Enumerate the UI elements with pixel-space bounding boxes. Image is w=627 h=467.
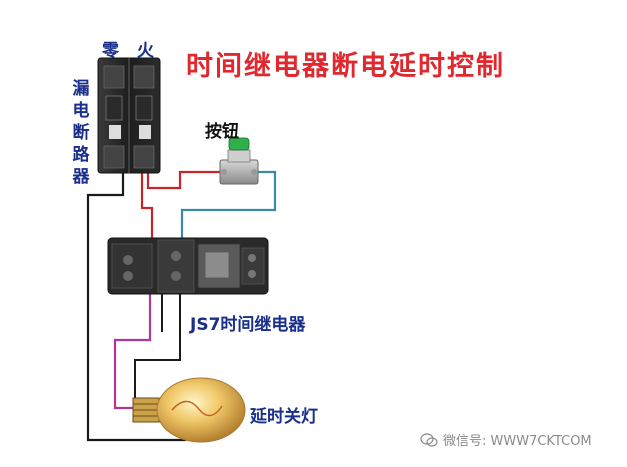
button-label: 按钮: [205, 122, 239, 142]
time-relay: [107, 237, 269, 295]
push-button: [219, 137, 259, 185]
breaker-name-label: 漏电断路器: [72, 79, 90, 187]
live-wire-to-relay: [140, 170, 154, 240]
live-wire-to-button: [146, 170, 220, 190]
watermark-text: 微信号: WWW7CKTCOM: [443, 434, 592, 449]
diagram-title: 时间继电器断电延时控制: [186, 51, 505, 82]
lamp-label: 延时关灯: [250, 407, 318, 427]
relay-to-lamp-magenta-wire: [113, 292, 152, 410]
wechat-icon: [420, 432, 438, 447]
live-label: 火: [137, 41, 154, 61]
lamp: [132, 377, 246, 443]
leakage-breaker: [97, 57, 161, 174]
relay-label: JS7时间继电器: [190, 315, 306, 335]
relay-to-lamp-black-wire: [134, 290, 181, 412]
watermark: 微信号: WWW7CKTCOM: [420, 430, 592, 449]
neutral-label: 零: [102, 41, 119, 61]
button-to-relay-wire: [180, 170, 277, 238]
